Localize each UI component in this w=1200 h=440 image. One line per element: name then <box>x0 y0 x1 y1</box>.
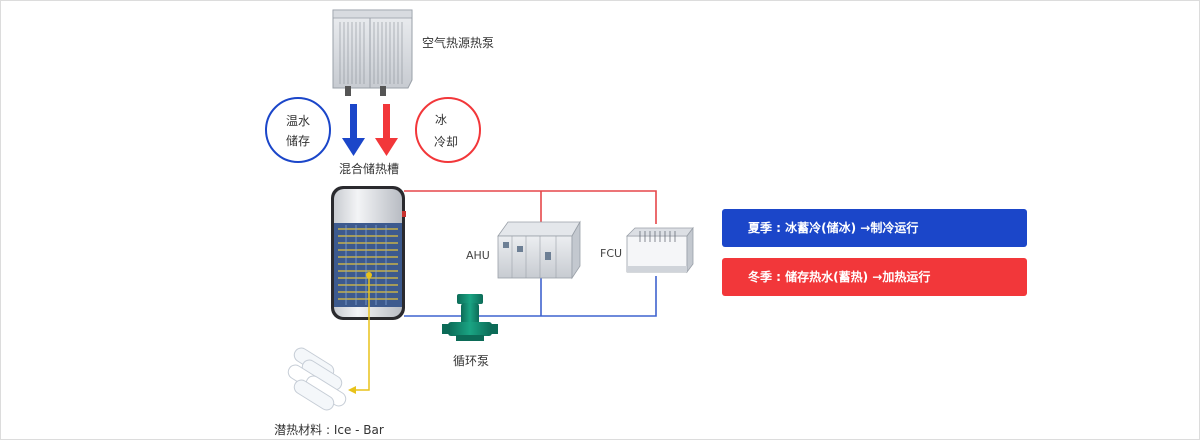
summer-mode-legend: 夏季 : 冰蓄冷(储冰) →制冷运行 <box>722 209 1027 247</box>
return-pipe-blue <box>404 276 657 317</box>
circulation-pump <box>442 294 498 341</box>
ice-cooling-circle: 冰 冷却 <box>415 97 481 163</box>
supply-pipe-red <box>404 190 657 224</box>
red-down-arrow <box>375 104 398 156</box>
heat-pump-label: 空气热源热泵 <box>422 35 494 50</box>
ice-line1: 冰 <box>435 113 447 127</box>
fcu-label: FCU <box>600 247 622 260</box>
ahu-label: AHU <box>466 249 490 262</box>
ahu-unit <box>497 220 581 280</box>
tank-label: 混合储热槽 <box>339 161 399 176</box>
pump-label: 循环泵 <box>453 354 489 368</box>
ice-bar-connector <box>348 272 372 394</box>
ice-line2: 冷却 <box>434 135 458 149</box>
blue-down-arrow <box>342 104 365 156</box>
summer-mode-text: 夏季 : 冰蓄冷(储冰) →制冷运行 <box>748 221 919 235</box>
warm-water-storage-circle: 温水 储存 <box>265 97 331 163</box>
winter-mode-legend: 冬季 : 储存热水(蓄热) →加热运行 <box>722 258 1027 296</box>
ice-bar-label: 潜热材料 : Ice - Bar <box>274 423 384 437</box>
winter-mode-text: 冬季 : 储存热水(蓄热) →加热运行 <box>748 270 931 284</box>
warm-water-line2: 储存 <box>286 133 310 148</box>
mixed-storage-tank <box>331 186 406 320</box>
fcu-unit <box>626 226 694 274</box>
warm-water-line1: 温水 <box>286 114 310 128</box>
ice-bar-bundle <box>287 347 347 411</box>
heat-pump-unit <box>332 9 413 96</box>
